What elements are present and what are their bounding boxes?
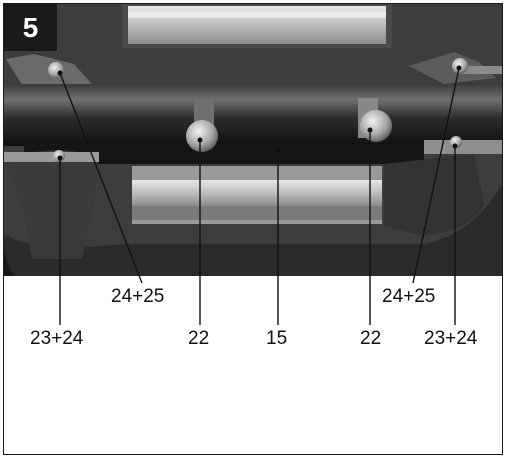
label-24-25-right: 24+25 <box>382 286 436 307</box>
machine-photo <box>4 4 502 276</box>
figure-number-badge: 5 <box>4 4 57 51</box>
label-23-24-right: 23+24 <box>424 328 478 349</box>
label-23-24-left: 23+24 <box>30 328 84 349</box>
label-22-right: 22 <box>360 328 382 349</box>
label-15: 15 <box>266 328 288 349</box>
label-22-left: 22 <box>188 328 210 349</box>
label-24-25-left: 24+25 <box>111 286 165 307</box>
